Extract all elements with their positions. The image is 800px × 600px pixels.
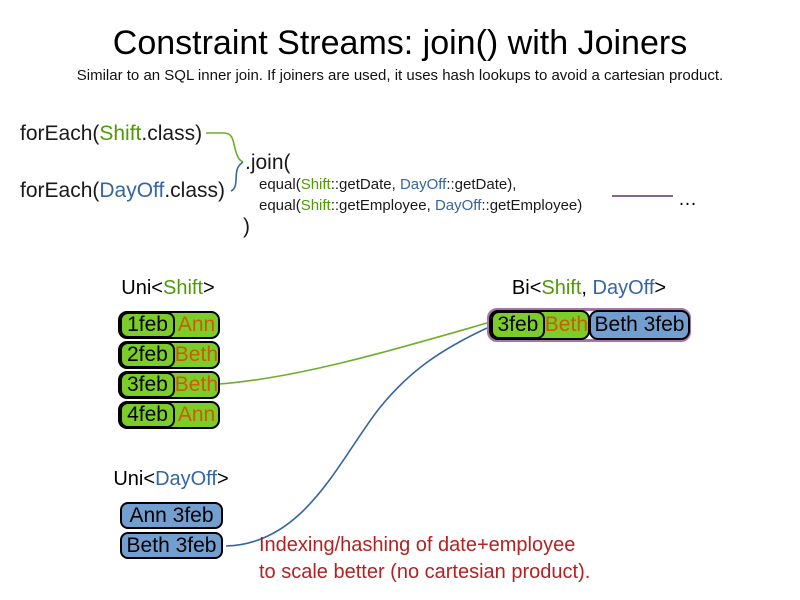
indexing-note-line1: Indexing/hashing of date+employee xyxy=(259,534,576,556)
uni-dayoff-label-type: DayOff xyxy=(155,468,217,490)
joiner-date-suffix: ::getDate), xyxy=(446,176,517,193)
uni-shift-label: Uni<Shift> xyxy=(68,276,268,300)
shift-date-cell: 4feb xyxy=(120,402,175,428)
joiner-employee-shift: Shift xyxy=(300,197,331,214)
foreach-shift-prefix: forEach( xyxy=(20,122,100,145)
joiner-employee-mid: ::getEmployee, xyxy=(330,197,435,214)
shift-row-1feb: 1feb Ann xyxy=(118,311,220,339)
shift-row-3feb: 3feb Beth xyxy=(118,371,220,399)
shift-row-2feb: 2feb Beth xyxy=(118,341,220,369)
joiner-employee-prefix: equal( xyxy=(259,197,301,214)
shift-employee-cell: Beth xyxy=(174,373,218,396)
bi-shift-employee-cell: Beth xyxy=(544,313,588,336)
shift-date-cell: 3feb xyxy=(120,372,175,398)
uni-shift-label-prefix: Uni< xyxy=(121,277,163,299)
indexing-note-line2: to scale better (no cartesian product). xyxy=(259,561,591,583)
shift-employee-cell: Ann xyxy=(177,403,216,426)
shift-row-4feb: 4feb Ann xyxy=(118,401,220,429)
join-close: ) xyxy=(243,215,250,238)
uni-dayoff-label-prefix: Uni< xyxy=(113,468,156,490)
bi-label-separator: , xyxy=(581,277,593,299)
joiner-date-line: equal(Shift::getDate, DayOff::getDate), xyxy=(259,175,516,195)
bi-tuple: 3feb Beth Beth 3feb xyxy=(489,310,690,340)
shift-employee-cell: Ann xyxy=(177,313,216,336)
joiner-date-prefix: equal( xyxy=(259,176,301,193)
bi-shift-part: 3feb Beth xyxy=(489,310,590,340)
bi-label-type2: DayOff xyxy=(592,277,655,299)
uni-shift-table: 1feb Ann 2feb Beth 3feb Beth 4feb Ann xyxy=(118,311,220,431)
foreach-dayoff-class: DayOff xyxy=(99,179,165,202)
uni-dayoff-label: Uni<DayOff> xyxy=(71,467,271,491)
foreach-dayoff-prefix: forEach( xyxy=(20,179,100,202)
dayoff-row-to-bi-connector xyxy=(225,327,488,547)
shift-date-cell: 1feb xyxy=(120,312,175,338)
foreach-shift-class: Shift xyxy=(99,122,142,145)
shift-to-join-connector xyxy=(206,132,244,163)
foreach-dayoff-suffix: .class) xyxy=(164,179,226,202)
dayoff-row-ann: Ann 3feb xyxy=(120,502,223,529)
indexing-note: Indexing/hashing of date+employee to sca… xyxy=(259,532,590,586)
page-title: Constraint Streams: join() with Joiners xyxy=(112,24,688,62)
join-open: .join( xyxy=(245,151,291,174)
uni-dayoff-table: Ann 3feb Beth 3feb xyxy=(120,502,223,562)
foreach-shift-line: forEach(Shift.class) xyxy=(20,121,202,147)
shift-date-cell: 2feb xyxy=(120,342,175,368)
shift-employee-cell: Beth xyxy=(174,343,218,366)
uni-shift-label-suffix: > xyxy=(203,277,215,299)
joiner-date-mid: ::getDate, xyxy=(330,176,400,193)
shift-row-to-bi-connector xyxy=(218,322,488,385)
dayoff-to-join-connector xyxy=(230,161,244,192)
more-joiners-ellipsis: … xyxy=(678,189,697,210)
joiner-date-dayoff: DayOff xyxy=(399,176,447,193)
bi-label: Bi<Shift, DayOff> xyxy=(489,276,689,300)
joiner-employee-line: equal(Shift::getEmployee, DayOff::getEmp… xyxy=(259,196,582,216)
joiner-date-shift: Shift xyxy=(300,176,331,193)
foreach-shift-suffix: .class) xyxy=(141,122,203,145)
uni-dayoff-label-suffix: > xyxy=(216,468,229,490)
joiner-employee-dayoff: DayOff xyxy=(434,197,482,214)
joiner-employee-suffix: ::getEmployee) xyxy=(481,197,583,214)
dayoff-row-beth: Beth 3feb xyxy=(120,532,223,559)
bi-dayoff-part: Beth 3feb xyxy=(589,310,690,340)
page-subtitle: Similar to an SQL inner join. If joiners… xyxy=(76,67,724,84)
bi-shift-date-cell: 3feb xyxy=(491,311,545,339)
bi-label-prefix: Bi< xyxy=(511,277,542,299)
uni-shift-label-type: Shift xyxy=(162,277,204,299)
bi-label-suffix: > xyxy=(654,277,667,299)
bi-label-type1: Shift xyxy=(541,277,582,299)
foreach-dayoff-line: forEach(DayOff.class) xyxy=(20,178,225,204)
